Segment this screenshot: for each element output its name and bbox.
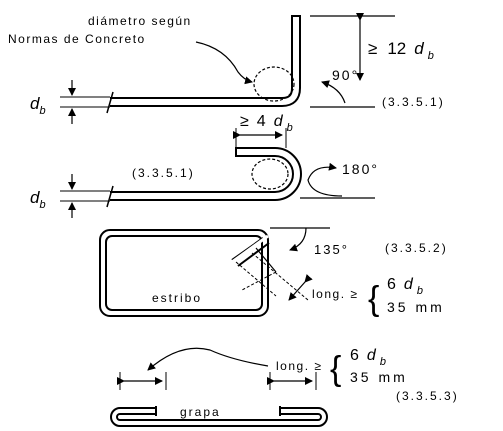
angle-90-label: 90°	[332, 67, 359, 83]
crosstie-option-db: 6 d b	[350, 347, 386, 368]
bend-note-line2: Normas de Concreto	[8, 32, 146, 46]
bend-diameter-circle	[253, 66, 295, 102]
stirrup-option-db: 6 d b	[387, 276, 423, 297]
ref-3352: (3.3.5.2)	[385, 241, 448, 255]
crosstie-brace: {	[330, 350, 341, 388]
tail-dimension-label: ≥ 4 d b	[240, 113, 293, 134]
svg-text:db: db	[30, 94, 46, 117]
extension-dimension-label: ≥ 12 d b	[368, 39, 434, 62]
stirrup-inner	[105, 235, 263, 311]
stirrup-length-label: long. ≥	[312, 287, 358, 301]
bend-diameter-circle-180	[251, 158, 289, 190]
hook-90-figure: diámetro según Normas de Concreto ≥ 12 d…	[8, 13, 445, 124]
ref-3351-a: (3.3.5.1)	[382, 95, 445, 109]
angle-180-arc	[307, 162, 343, 197]
crosstie-leader	[147, 347, 269, 371]
ref-3353: (3.3.5.3)	[396, 389, 459, 403]
stirrup-length-arrow	[288, 274, 313, 301]
bar-diameter-dim-1: db	[30, 80, 110, 124]
angle-90-arc	[321, 80, 346, 104]
crosstie-label: grapa	[180, 405, 221, 419]
crosstie-length-label: long. ≥	[276, 359, 322, 373]
svg-text:db: db	[30, 188, 46, 211]
crosstie-option-mm: 35 mm	[350, 369, 408, 385]
angle-135-label: 135°	[314, 242, 349, 257]
stirrup-option-mm: 35 mm	[387, 299, 445, 315]
crosstie-figure: grapa long. ≥ { 6 d b 35 mm (3.3.5.3)	[110, 347, 459, 427]
stirrup-label: estribo	[152, 291, 202, 305]
bend-note-line1: diámetro según	[88, 14, 192, 28]
angle-135-arc	[289, 227, 307, 252]
break-line	[106, 91, 114, 114]
ref-3351-b: (3.3.5.1)	[132, 166, 195, 180]
bend-note-leader	[195, 41, 253, 85]
stirrup-figure: 135° (3.3.5.2) estribo long. ≥ { 6 d b 3…	[99, 227, 448, 318]
stirrup-brace: {	[368, 280, 379, 318]
angle-180-label: 180°	[342, 161, 379, 177]
stirrup-outer	[99, 229, 269, 317]
hook-90-bar	[110, 16, 301, 107]
bar-diameter-dim-2: db	[30, 174, 110, 218]
hook-180-figure: ≥ 4 d b 180° (3.3.5.1) db	[30, 113, 379, 218]
